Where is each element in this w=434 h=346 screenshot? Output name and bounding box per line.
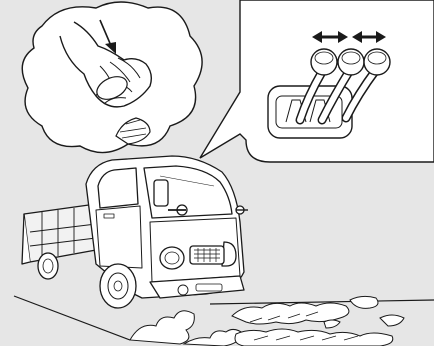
knob-right bbox=[364, 49, 390, 75]
rear-wheel bbox=[38, 253, 58, 279]
side-mirror bbox=[154, 180, 168, 206]
headlight-left bbox=[160, 247, 184, 269]
front-wheel bbox=[100, 264, 136, 308]
knob-left bbox=[311, 49, 337, 75]
knob-middle bbox=[338, 49, 364, 75]
grille bbox=[190, 246, 224, 264]
